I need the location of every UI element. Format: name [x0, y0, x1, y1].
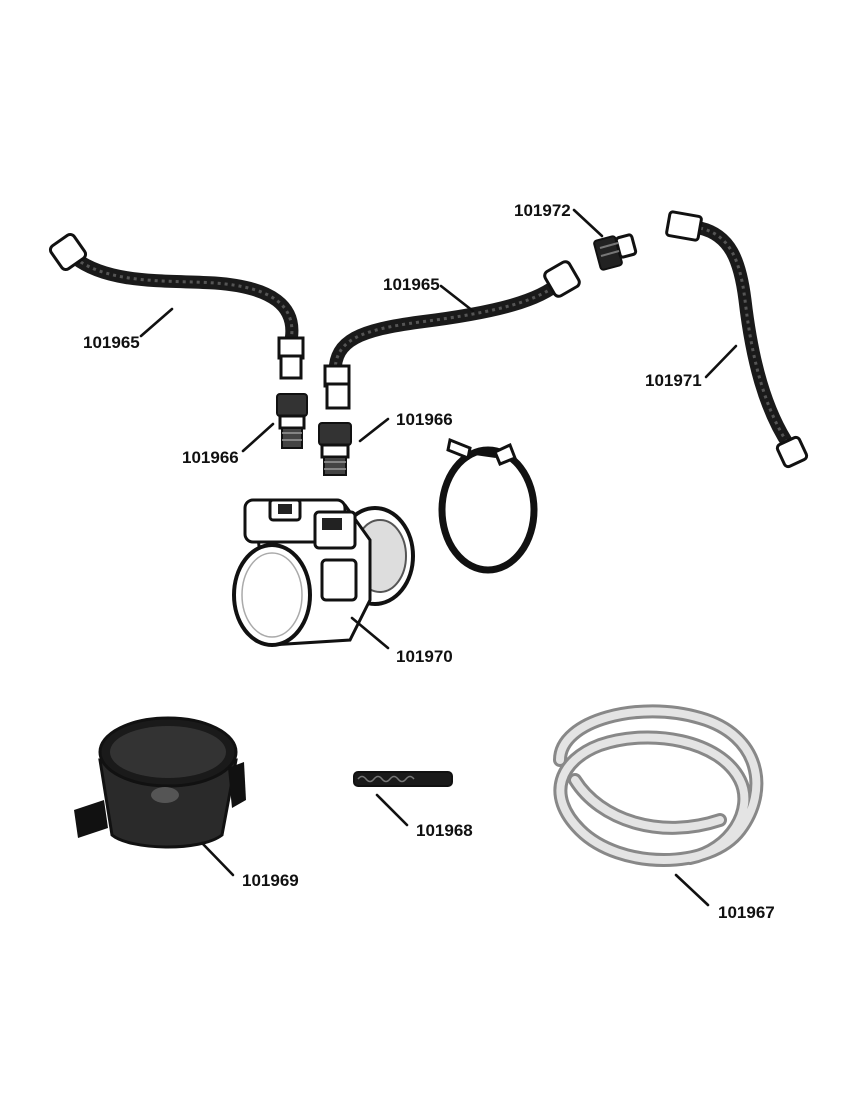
leader-line: [350, 616, 390, 650]
braided-hose-right-icon: [665, 210, 809, 469]
leader-line: [358, 417, 390, 443]
filter-housing-icon: [232, 498, 415, 647]
part-label-101970: 101970: [396, 647, 453, 666]
short-tube-icon: [353, 771, 453, 787]
part-label-101969: 101969: [242, 871, 299, 890]
part-label-101967: 101967: [718, 903, 775, 922]
part-label-101966-left: 101966: [182, 448, 239, 467]
coiled-hose-icon: [553, 704, 764, 867]
part-label-101968: 101968: [416, 821, 473, 840]
leader-line: [241, 422, 275, 453]
leader-line: [704, 344, 738, 379]
leader-line: [572, 208, 604, 238]
braided-hose-left-icon: [48, 232, 305, 380]
part-label-101971: 101971: [645, 371, 702, 390]
part-label-101965-middle: 101965: [383, 275, 440, 294]
leader-line: [674, 873, 710, 907]
braided-hose-middle-icon: [323, 260, 581, 410]
leader-line: [200, 841, 235, 877]
threaded-adapter-left-icon: [276, 393, 308, 449]
part-label-101965-left: 101965: [83, 333, 140, 352]
part-label-101972: 101972: [514, 201, 571, 220]
leader-line: [439, 284, 475, 313]
band-clamp-icon: [438, 437, 538, 574]
filter-bowl-icon: [74, 716, 246, 849]
part-label-101966-right: 101966: [396, 410, 453, 429]
leader-line: [139, 307, 174, 338]
leader-line: [375, 793, 409, 827]
hose-fitting-icon: [593, 233, 638, 271]
threaded-adapter-right-icon: [318, 422, 352, 476]
